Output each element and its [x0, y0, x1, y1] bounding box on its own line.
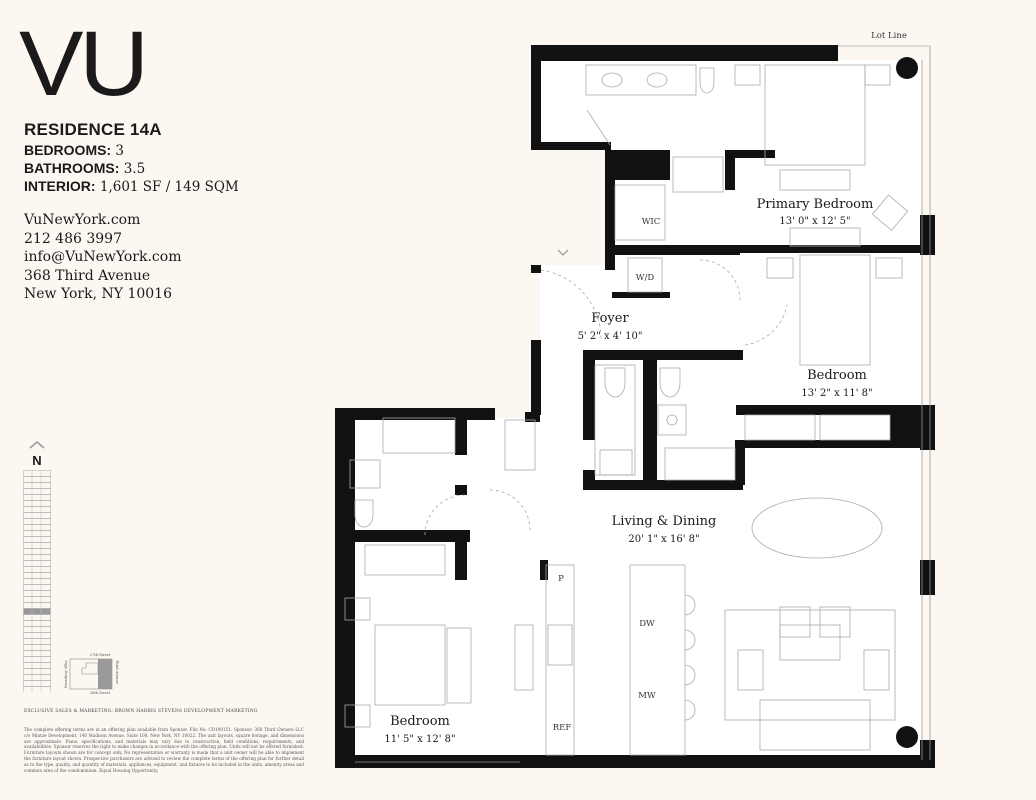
lot-line-label: Lot Line — [871, 31, 907, 41]
key-plan: 27th Street 26th Street Broadway Alley T… — [64, 653, 119, 695]
pantry-label: P — [558, 574, 564, 584]
washer-dryer-label: W/D — [636, 273, 655, 283]
north-arrow-icon — [29, 441, 45, 449]
room-name: Bedroom — [390, 714, 450, 729]
legal-disclaimer: The complete offering terms are in an of… — [24, 727, 304, 773]
keyplan-east-street: Third Avenue — [115, 660, 119, 684]
interior-label: INTERIOR: — [24, 178, 96, 194]
keyplan-west-street: Broadway Alley — [64, 660, 68, 688]
bathrooms-spec: BATHROOMS: 3.5 — [24, 160, 239, 178]
room-dimensions: 20' 1" x 16' 8" — [628, 534, 699, 545]
interior-value: 1,601 SF / 149 SQM — [99, 179, 239, 195]
bedrooms-label: BEDROOMS: — [24, 142, 112, 158]
keyplan-north-street: 27th Street — [90, 653, 111, 657]
room-bedroom-2: Bedroom 13' 2" x 11' 8" — [801, 368, 872, 399]
room-foyer: Foyer 5' 2" x 4' 10" — [578, 311, 643, 342]
room-dimensions: 11' 5" x 12' 8" — [384, 734, 455, 745]
microwave-label: MW — [638, 691, 656, 701]
room-primary-bedroom: Primary Bedroom 13' 0" x 12' 5" — [757, 197, 874, 227]
residence-specs: RESIDENCE 14A BEDROOMS: 3 BATHROOMS: 3.5… — [24, 120, 239, 196]
walls — [335, 45, 935, 768]
vu-logo: VU — [19, 13, 149, 115]
room-name: Primary Bedroom — [757, 197, 874, 212]
building-stack-diagram — [23, 470, 51, 692]
phone-number[interactable]: 212 486 3997 — [24, 230, 122, 247]
room-dimensions: 13' 2" x 11' 8" — [801, 388, 872, 399]
room-name: Living & Dining — [612, 514, 717, 529]
room-living-dining: Living & Dining 20' 1" x 16' 8" — [612, 514, 717, 545]
refrigerator-label: REF — [553, 723, 572, 733]
fixtures — [344, 64, 909, 756]
email-link[interactable]: info@VuNewYork.com — [24, 249, 182, 265]
north-compass: N — [28, 438, 46, 468]
room-dimensions: 5' 2" x 4' 10" — [578, 331, 643, 342]
wic-label: WIC — [642, 217, 661, 227]
bedrooms-spec: BEDROOMS: 3 — [24, 142, 239, 160]
address-line-1: 368 Third Avenue — [24, 267, 151, 284]
keyplan-south-street: 26th Street — [90, 691, 111, 695]
dishwasher-label: DW — [639, 619, 655, 629]
north-label: N — [32, 453, 42, 468]
room-bedroom-3: Bedroom 11' 5" x 12' 8" — [384, 714, 455, 745]
bathrooms-value: 3.5 — [123, 161, 146, 177]
room-name: Bedroom — [807, 368, 867, 383]
room-dimensions: 13' 0" x 12' 5" — [779, 216, 850, 227]
room-name: Foyer — [591, 311, 629, 326]
residence-title: RESIDENCE 14A — [24, 120, 162, 139]
exclusive-marketing: EXCLUSIVE SALES & MARKETING: BROWN HARRI… — [24, 709, 258, 714]
entry-chevron-icon — [557, 249, 569, 256]
bathrooms-label: BATHROOMS: — [24, 160, 120, 176]
website-link[interactable]: VuNewYork.com — [24, 212, 141, 228]
address-line-2: New York, NY 10016 — [24, 286, 172, 302]
windows — [355, 46, 931, 763]
floor — [23, 686, 51, 692]
bedrooms-value: 3 — [115, 143, 125, 159]
contact-info: VuNewYork.com 212 486 3997 info@VuNewYor… — [24, 211, 181, 304]
interior-spec: INTERIOR: 1,601 SF / 149 SQM — [24, 178, 239, 196]
